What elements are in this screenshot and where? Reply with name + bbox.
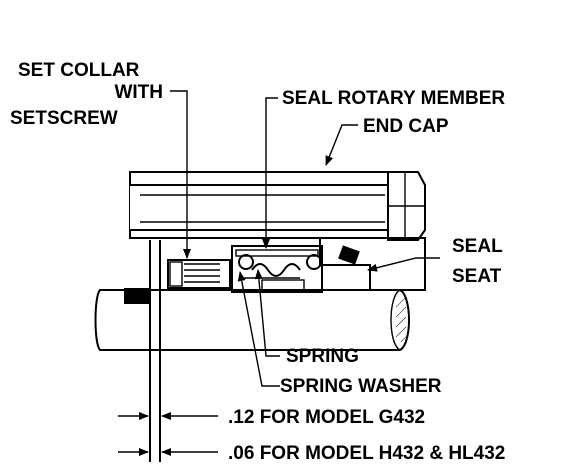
label-set-collar-1: SET COLLAR	[18, 60, 140, 81]
label-set-collar-3: SETSCREW	[10, 108, 118, 129]
label-seal-seat-2: SEAT	[452, 266, 502, 287]
label-seal-seat-1: SEAL	[452, 236, 503, 257]
label-seal-rotary-member: SEAL ROTARY MEMBER	[282, 88, 505, 109]
label-spring-washer: SPRING WASHER	[280, 376, 442, 397]
label-spring: SPRING	[286, 346, 359, 367]
shaft	[94, 289, 410, 351]
label-dim-h432: .06 FOR MODEL H432 & HL432	[228, 443, 505, 464]
end-cap-body	[319, 237, 426, 291]
seal-rotary-member	[231, 245, 323, 293]
end-cap-housing	[129, 171, 426, 241]
dimension-lines	[118, 412, 218, 456]
set-collar	[167, 259, 231, 289]
label-end-cap: END CAP	[363, 116, 449, 137]
label-dim-g432: .12 FOR MODEL G432	[228, 407, 425, 428]
leader-lines	[170, 90, 440, 387]
label-set-collar-2: WITH	[114, 82, 163, 103]
